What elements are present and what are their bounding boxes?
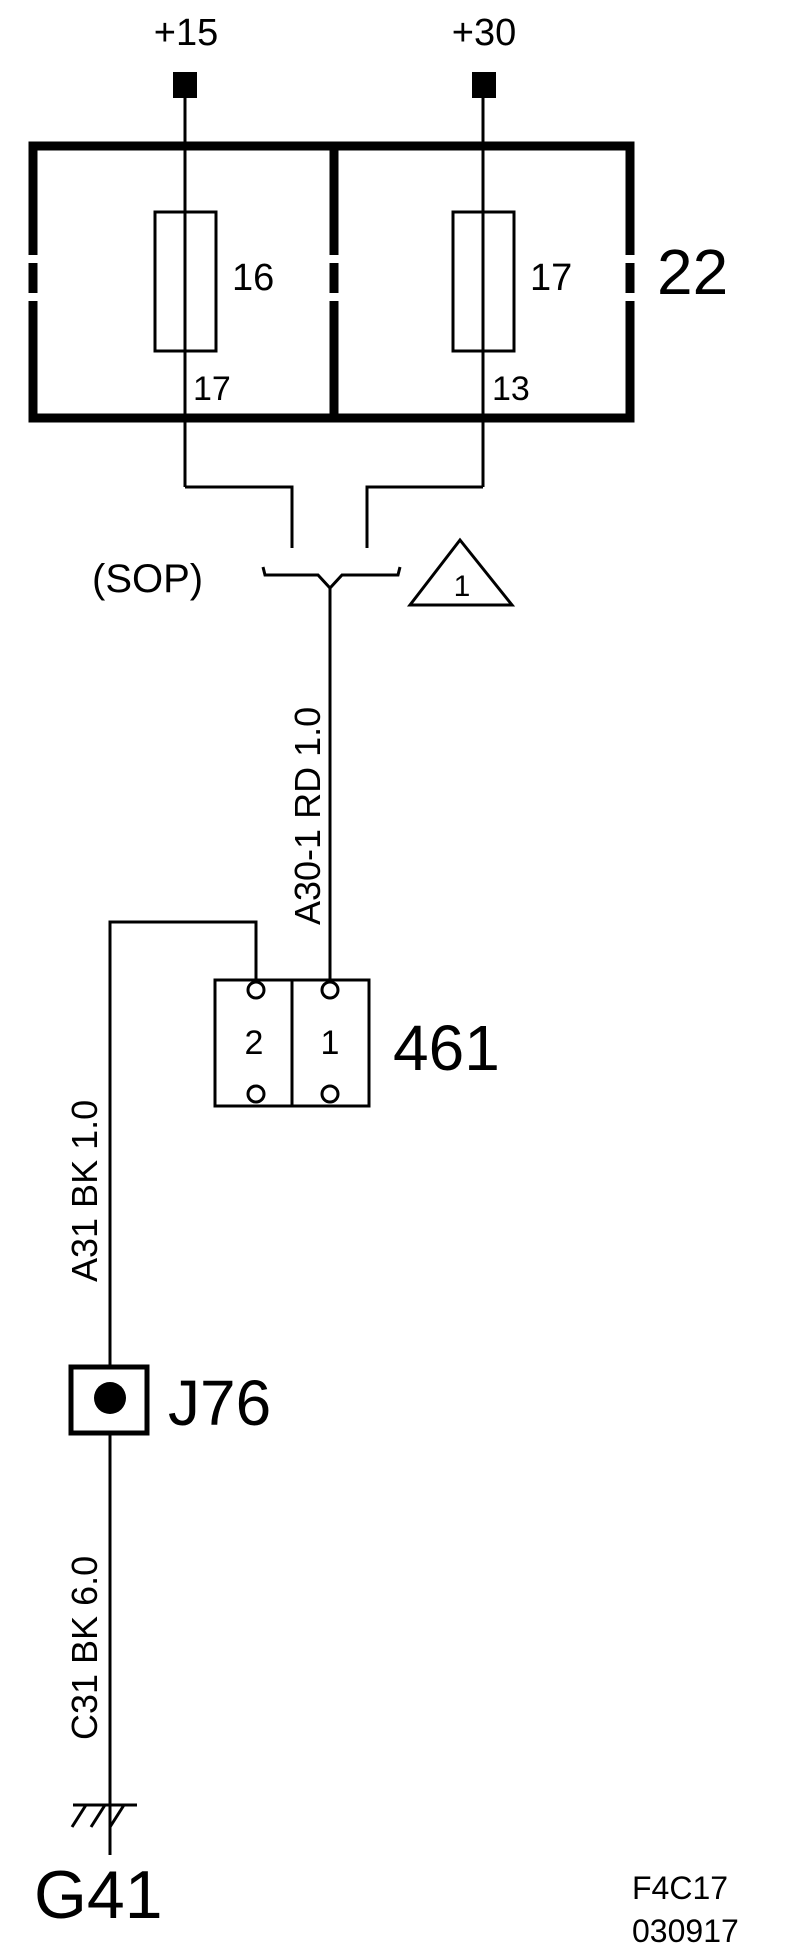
fuse-body-right (451, 210, 516, 353)
diagram-code: F4C17 (632, 1870, 728, 1906)
connector-pin-2-top (246, 980, 266, 1000)
fuse-pin-right: 13 (492, 370, 530, 408)
supply-label-right: +30 (452, 12, 516, 54)
supply-terminal-right: +30 (452, 12, 516, 98)
fuse-17: 17 13 (451, 98, 572, 487)
variant-bracket (261, 566, 402, 591)
wire-right-to-selector (365, 485, 483, 548)
connector-pin-1-top (320, 980, 340, 1000)
wire-label-c31: C31 BK 6.0 (64, 1556, 105, 1740)
supply-terminal-left: +15 (154, 12, 218, 98)
note-number: 1 (454, 570, 471, 603)
diagram-date: 030917 (632, 1913, 739, 1949)
connector-pin-label-2: 2 (245, 1024, 264, 1062)
junction-j76: J76 (68, 1364, 271, 1439)
connector-461: 2 1 461 (213, 978, 500, 1108)
wire-left-to-selector (185, 485, 294, 548)
ground-id: G41 (34, 1857, 163, 1933)
connector-pin-label-1: 1 (321, 1024, 340, 1062)
junction-id: J76 (168, 1367, 271, 1439)
fuse-box-id: 22 (657, 236, 728, 308)
terminal-square-right (472, 72, 496, 98)
ground-hatch-1 (70, 1804, 88, 1828)
connector-pin-2-bottom (246, 1084, 266, 1104)
fuse-pin-left: 17 (193, 370, 231, 408)
terminal-square-left (173, 72, 197, 98)
junction-box (68, 1364, 150, 1436)
connector-pin-1-bottom (320, 1084, 340, 1104)
fuse-body-left (153, 210, 218, 353)
ground-symbol: G41 (34, 1803, 163, 1933)
fuse-number-right: 17 (530, 257, 572, 299)
variant-label: (SOP) (92, 557, 203, 601)
wire-label-a31: A31 BK 1.0 (64, 1100, 105, 1282)
fuse-box: 22 (28, 141, 728, 423)
junction-dot (94, 1382, 126, 1414)
diagram-reference: F4C17 030917 (632, 1870, 739, 1949)
fuse-16: 16 17 (153, 98, 274, 487)
ground-hatch-2 (89, 1804, 107, 1828)
ground-hatch-3 (108, 1804, 126, 1828)
supply-label-left: +15 (154, 12, 218, 54)
variant-selector: (SOP) 1 (92, 537, 516, 607)
connector-id: 461 (393, 1012, 500, 1084)
fuse-number-left: 16 (232, 257, 274, 299)
wire-label-a30: A30-1 RD 1.0 (287, 707, 328, 925)
note-triangle (406, 537, 516, 607)
